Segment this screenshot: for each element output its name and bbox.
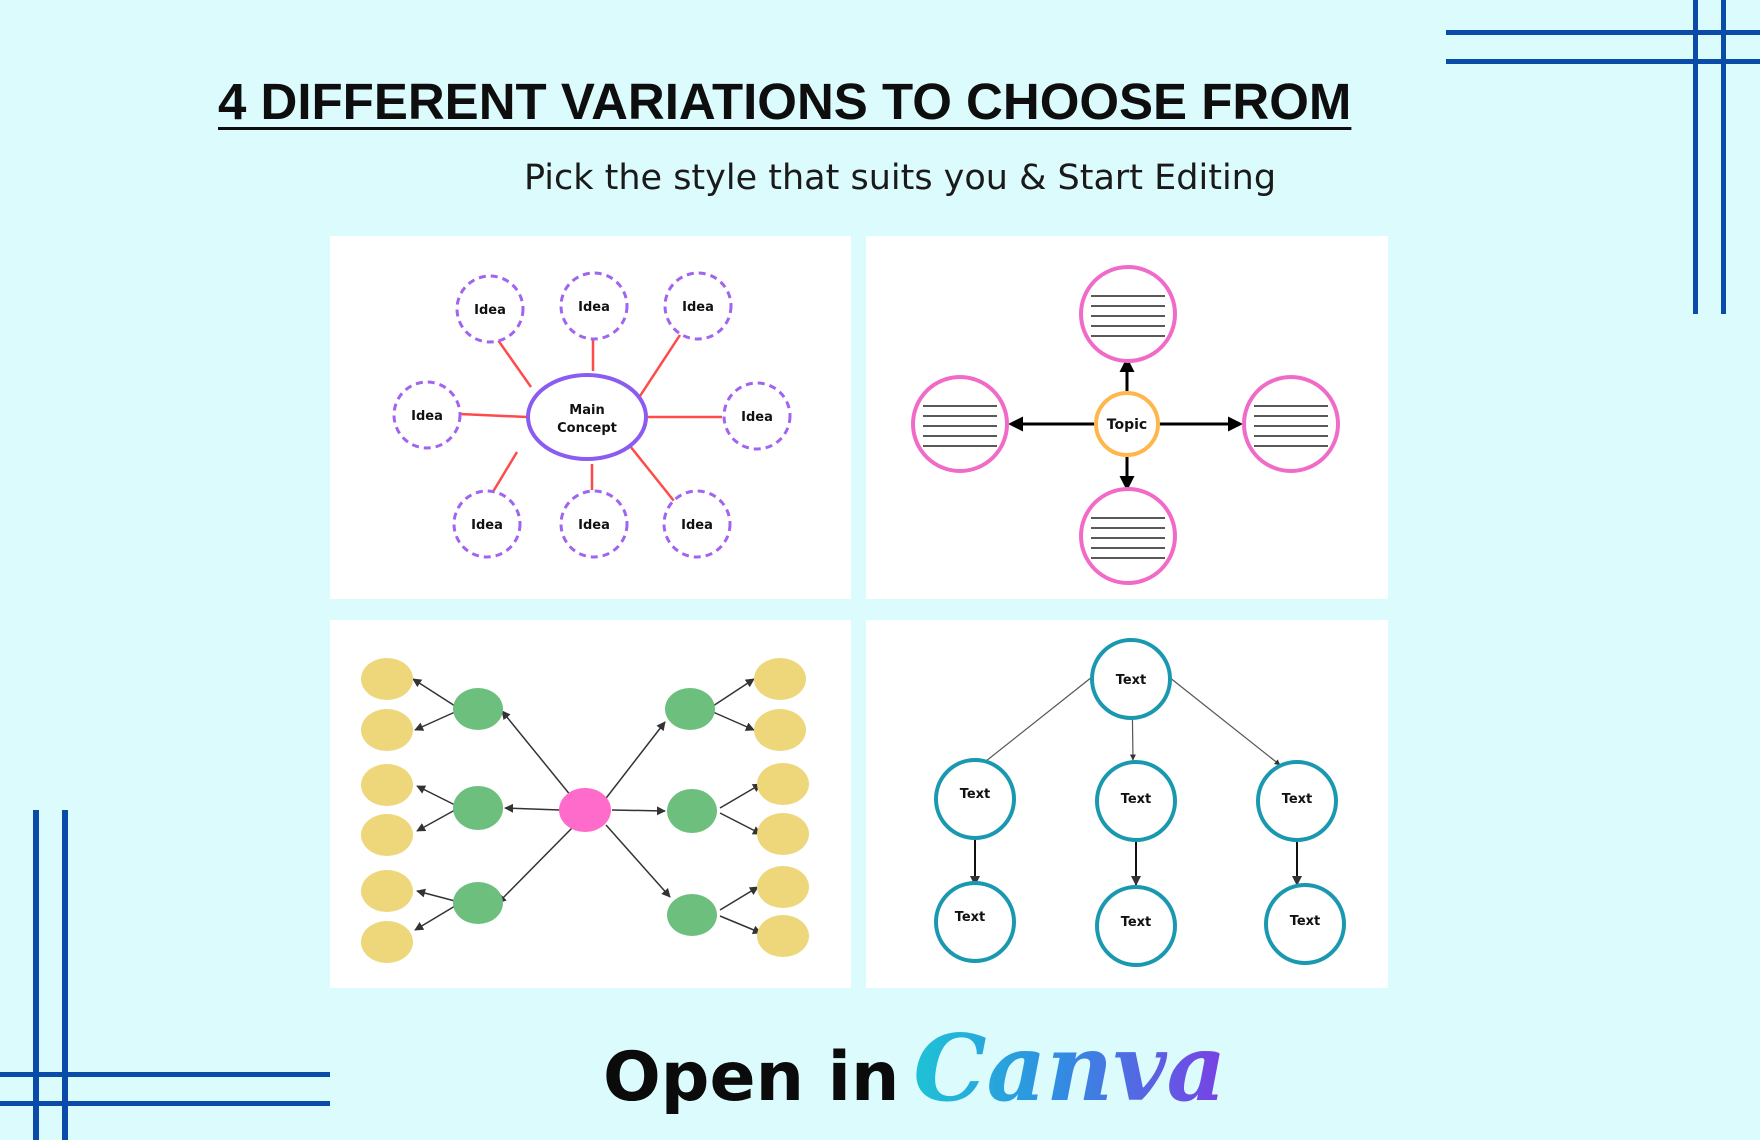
leaf-node: [361, 814, 413, 856]
tree-node-label: Text: [1290, 914, 1321, 929]
branch-node: [667, 894, 717, 936]
idea-circle: [722, 381, 792, 451]
main-concept-label: Main: [569, 403, 604, 418]
spider-diagram-svg: Main Concept Idea Idea Idea Idea Idea Id…: [392, 271, 792, 559]
panel-topic-diagram[interactable]: Topic: [866, 236, 1388, 599]
idea-circle: [392, 380, 462, 450]
tree-diagram-svg: Text Text Text Text Text Text Text: [934, 638, 1346, 967]
leaf-node: [361, 764, 413, 806]
idea-label: Idea: [578, 518, 610, 533]
corner-decoration-bottom-left-h2: [0, 1101, 330, 1106]
branch-node: [453, 688, 503, 730]
idea-label: Idea: [681, 518, 713, 533]
corner-decoration-bottom-left-h1: [0, 1072, 330, 1077]
leaf-node: [754, 658, 806, 700]
corner-decoration-top-right-v2: [1721, 0, 1726, 314]
topic-label: Topic: [1107, 417, 1147, 433]
connector-line: [459, 412, 528, 419]
tree-node-label: Text: [960, 787, 991, 802]
open-in-canva-button[interactable]: Open in Canva: [603, 1022, 1226, 1117]
idea-circle: [662, 489, 732, 559]
leaf-node: [361, 709, 413, 751]
panel-tree-diagram[interactable]: Text Text Text Text Text Text Text: [866, 620, 1388, 988]
tree-node-root: [1090, 638, 1172, 720]
page-title: 4 DIFFERENT VARIATIONS TO CHOOSE FROM: [218, 73, 1352, 130]
note-circle-right: [1242, 375, 1340, 473]
panel-spider-diagram[interactable]: Main Concept Idea Idea Idea Idea Idea Id…: [330, 236, 851, 599]
note-circle-top: [1079, 265, 1177, 363]
topic-circle: [1094, 391, 1160, 457]
tree-node: [934, 881, 1016, 963]
tree-node: [1095, 760, 1177, 842]
canva-logo: Canva: [913, 1014, 1227, 1122]
idea-label: Idea: [474, 303, 506, 318]
branch-node: [453, 786, 503, 830]
tree-node: [1095, 885, 1177, 967]
leaf-node: [757, 915, 809, 957]
leaf-node: [361, 870, 413, 912]
idea-label: Idea: [411, 409, 443, 424]
cta-label: Open in: [603, 1038, 900, 1117]
tree-node: [934, 758, 1016, 840]
idea-circle: [663, 271, 733, 341]
main-concept-ellipse: [526, 373, 648, 461]
note-circle-left: [911, 375, 1009, 473]
corner-decoration-top-right-h2: [1446, 59, 1760, 64]
branch-node: [665, 688, 715, 730]
topic-diagram-svg: Topic: [911, 265, 1340, 585]
leaf-node: [757, 866, 809, 908]
tree-node-label: Text: [1121, 915, 1152, 930]
note-circle-bottom: [1079, 487, 1177, 585]
leaf-node: [361, 921, 413, 963]
leaf-node: [757, 763, 809, 805]
tree-node-label: Text: [1121, 792, 1152, 807]
branch-node: [667, 789, 717, 833]
tree-node: [1256, 760, 1338, 842]
connector-line: [629, 445, 675, 502]
idea-label: Idea: [578, 300, 610, 315]
page-subtitle: Pick the style that suits you & Start Ed…: [523, 158, 1277, 198]
main-concept-label: Concept: [557, 421, 617, 436]
leaf-node: [754, 709, 806, 751]
leaf-node: [361, 658, 413, 700]
corner-decoration-top-right-v1: [1693, 0, 1698, 314]
idea-label: Idea: [741, 410, 773, 425]
center-node: [559, 788, 611, 832]
branch-node: [453, 882, 503, 924]
corner-decoration-top-right-h1: [1446, 30, 1760, 35]
tree-node-label: Text: [1116, 673, 1147, 688]
branch-diagram-svg: [361, 658, 809, 963]
idea-circle: [455, 274, 525, 344]
corner-decoration-bottom-left-v1: [33, 810, 39, 1140]
leaf-node: [757, 813, 809, 855]
corner-decoration-bottom-left-v2: [62, 810, 68, 1140]
idea-label: Idea: [471, 518, 503, 533]
idea-circle: [559, 489, 629, 559]
tree-node: [1264, 883, 1346, 965]
connector-line: [638, 334, 682, 397]
tree-node-label: Text: [955, 910, 986, 925]
tree-node-label: Text: [1282, 792, 1313, 807]
idea-label: Idea: [682, 300, 714, 315]
idea-circle: [452, 489, 522, 559]
idea-circle: [559, 271, 629, 341]
panel-branch-diagram[interactable]: [330, 620, 851, 988]
